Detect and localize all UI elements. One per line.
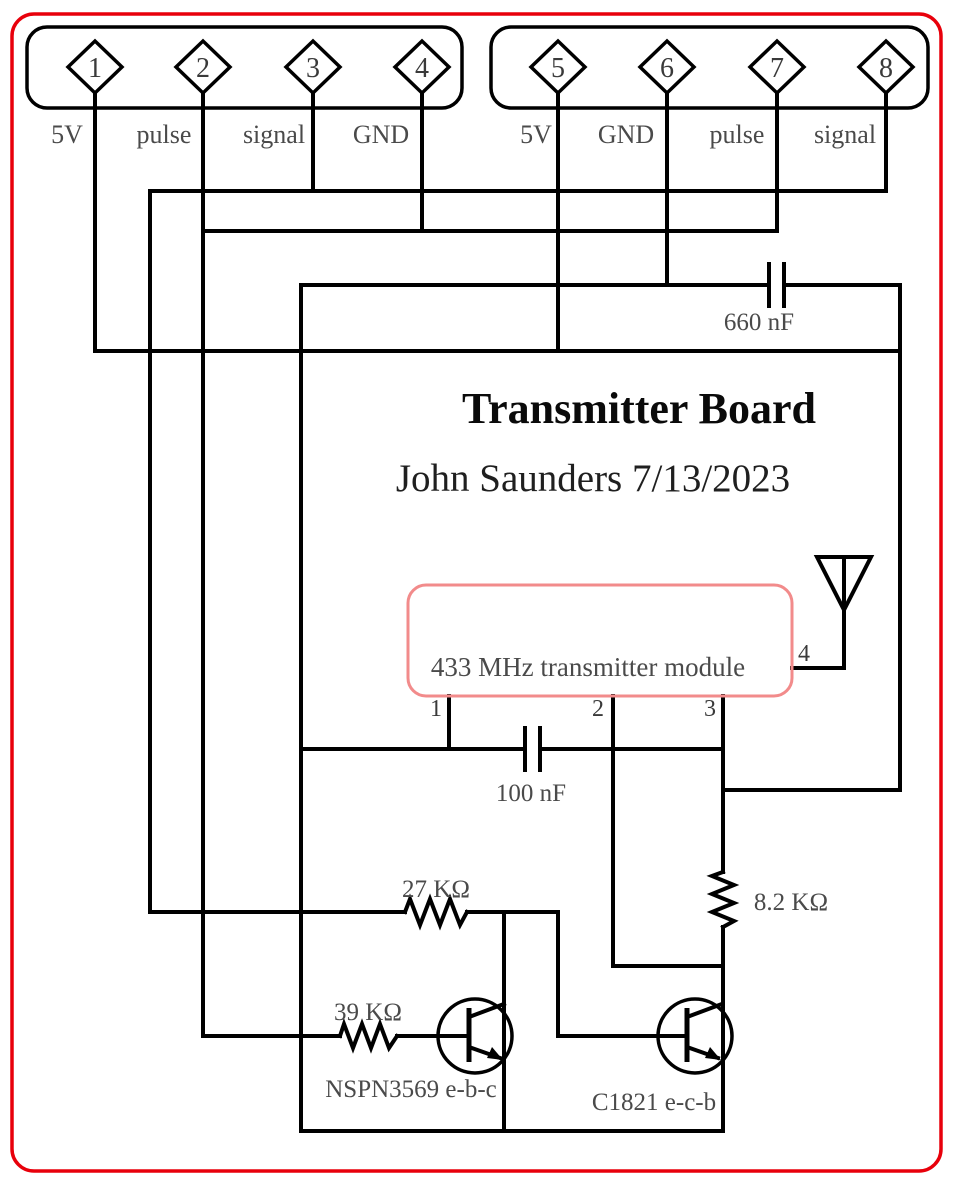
wire-pulse-pin2 <box>201 91 342 1038</box>
pin-number-4: 4 <box>415 53 429 84</box>
wires <box>93 91 902 1133</box>
label-res-27k: 27 KΩ <box>402 876 470 903</box>
connector-left-outline <box>25 25 464 110</box>
q1-emitter-arrow <box>487 1047 503 1060</box>
pin-diamond-5 <box>528 38 588 96</box>
label-cap-660nf: 660 nF <box>724 309 794 336</box>
resistor-39k-zigzag <box>337 1018 400 1054</box>
q2-emitter-arrow <box>705 1047 721 1060</box>
pin-number-3: 3 <box>306 53 320 84</box>
q1-circle <box>436 997 514 1075</box>
q1-collector <box>466 1001 507 1020</box>
pin-number-7: 7 <box>770 53 784 84</box>
pin-label-3-signal: signal <box>243 120 305 149</box>
label-transistor-nspn3569: NSPN3569 e-b-c <box>325 1076 497 1103</box>
pin-number-2: 2 <box>196 53 210 84</box>
pin-label-4-gnd: GND <box>353 120 409 149</box>
module-label: 433 MHz transmitter module <box>431 652 745 682</box>
transmitter-module: 433 MHz transmitter module 1 2 3 4 <box>406 583 810 722</box>
pin-number-6: 6 <box>660 53 674 84</box>
wire-module-pin2 <box>611 694 725 968</box>
board-title: Transmitter Board <box>462 384 816 433</box>
board-author-date: John Saunders 7/13/2023 <box>396 457 790 500</box>
capacitor-100nf <box>523 726 542 772</box>
q2-collector <box>684 1001 725 1020</box>
module-pin-4-label: 4 <box>798 641 810 667</box>
module-outline <box>406 583 794 698</box>
pin-diamond-4 <box>392 38 452 96</box>
wire-board-left-bottom <box>299 283 725 1133</box>
pin-diamond-7 <box>747 38 807 96</box>
capacitor-660nf <box>767 262 786 308</box>
wire-q2-base-link <box>556 910 689 1038</box>
pin-diamond-1 <box>65 38 125 96</box>
resistor-8-2k-zigzag <box>706 869 740 930</box>
wire-board-right <box>721 283 902 792</box>
pin-label-6-gnd: GND <box>598 120 654 149</box>
q2-circle <box>656 997 734 1075</box>
pin-diamond-3 <box>283 38 343 96</box>
antenna-icon <box>813 555 875 615</box>
resistor-27k-zigzag <box>402 893 470 931</box>
module-pin-3-label: 3 <box>704 696 716 722</box>
outer-red-border <box>10 12 943 1173</box>
wire-5v-rail <box>93 91 902 353</box>
label-cap-100nf: 100 nF <box>496 780 566 807</box>
pin-diamond-8 <box>856 38 916 96</box>
module-pin-2-label: 2 <box>592 696 604 722</box>
connector-block-left: 1 2 3 4 5V pulse signal GND <box>25 25 464 149</box>
pin-label-8-signal: signal <box>814 120 876 149</box>
module-pin-1-label: 1 <box>430 696 442 722</box>
pin-label-5-5v: 5V <box>520 120 552 149</box>
pin-label-2-pulse: pulse <box>137 120 192 149</box>
pin-label-1-5v: 5V <box>51 120 83 149</box>
resistors <box>337 869 740 1054</box>
connector-right-outline <box>489 25 930 110</box>
wire-signal-net <box>148 189 888 914</box>
pin-number-8: 8 <box>879 53 893 84</box>
pin-diamond-6 <box>637 38 697 96</box>
pin-number-5: 5 <box>551 53 565 84</box>
pin-label-7-pulse: pulse <box>710 120 765 149</box>
transistor-c1821 <box>656 997 734 1075</box>
connector-block-right: 5 6 7 8 5V GND pulse signal <box>489 25 930 149</box>
wire-antenna-feed <box>790 555 846 670</box>
pin-number-1: 1 <box>88 53 102 84</box>
transistor-nspn3569 <box>436 997 514 1075</box>
label-res-8-2k: 8.2 KΩ <box>754 889 828 916</box>
label-transistor-c1821: C1821 e-c-b <box>592 1089 716 1116</box>
label-res-39k: 39 KΩ <box>334 999 402 1026</box>
pin-diamond-2 <box>173 38 233 96</box>
